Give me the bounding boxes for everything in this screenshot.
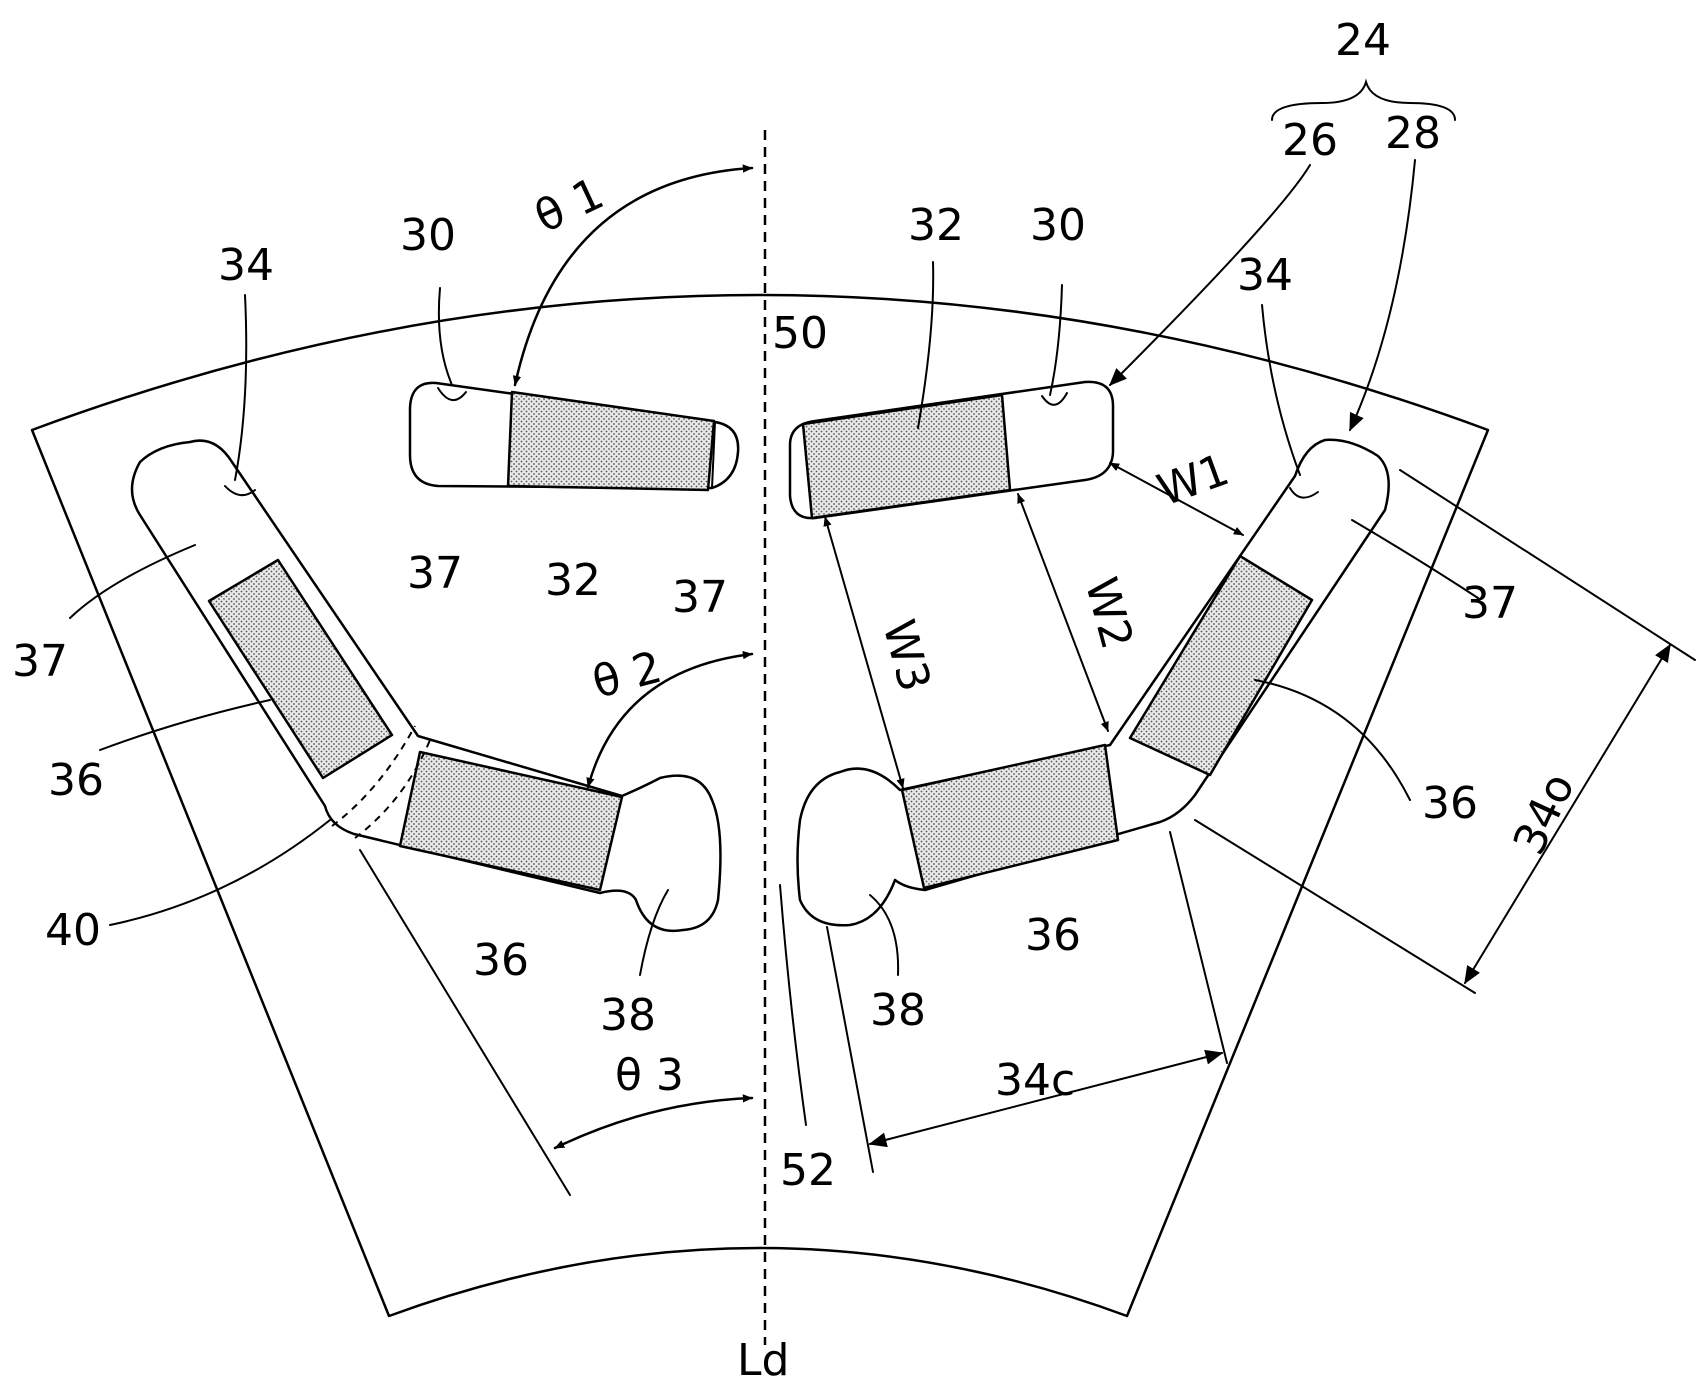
- 34c-dimension: [868, 1049, 1224, 1148]
- leader-40: [109, 819, 331, 926]
- label-36-bottom-right: 36: [1025, 910, 1081, 961]
- right-upper-magnet: [801, 393, 1012, 520]
- right-outer-magnet: [1128, 554, 1314, 777]
- 34o-ext-lower: [1194, 819, 1476, 994]
- label-36-left: 36: [48, 755, 104, 806]
- w3-dimension: [823, 516, 905, 789]
- label-37-upper-right: 37: [672, 572, 728, 623]
- theta3-guide: [359, 849, 571, 1196]
- right-notch-30: [1041, 392, 1068, 406]
- leader-52: [779, 884, 807, 1126]
- leader-28: [1349, 159, 1416, 432]
- right-v-slot: [796, 438, 1390, 927]
- leader-37-right: [1351, 519, 1479, 599]
- label-36-bottom-left: 36: [473, 935, 529, 986]
- leader-34-left: [234, 294, 248, 481]
- label-theta2: θ 2: [587, 642, 667, 709]
- label-24: 24: [1335, 15, 1391, 66]
- right-inner-magnet: [900, 743, 1120, 890]
- label-30-left: 30: [400, 210, 456, 261]
- label-28: 28: [1385, 108, 1441, 159]
- leader-26: [1108, 164, 1311, 387]
- label-36-right: 36: [1422, 778, 1478, 829]
- leader-34-right: [1261, 304, 1301, 476]
- label-34o: 34o: [1504, 766, 1585, 863]
- label-32-top: 32: [908, 200, 964, 251]
- 34o-dimension: [1464, 643, 1671, 985]
- left-upper-magnet-end: [711, 421, 716, 489]
- label-theta3: θ 3: [615, 1050, 684, 1101]
- theta2-arc: [586, 650, 754, 789]
- w2-dimension: [1017, 493, 1109, 732]
- label-38-left: 38: [600, 990, 656, 1041]
- label-w3: W3: [872, 615, 940, 697]
- leader-37-left: [69, 544, 196, 619]
- brace-24: [1271, 78, 1456, 121]
- label-32-left: 32: [545, 555, 601, 606]
- left-upper-magnet: [506, 390, 716, 492]
- label-37-right: 37: [1462, 578, 1518, 629]
- left-bridge-40: [331, 725, 416, 827]
- 34c-ext-left: [826, 926, 874, 1173]
- label-37-upper-left: 37: [407, 548, 463, 599]
- label-ld: Ld: [737, 1335, 789, 1386]
- label-52: 52: [780, 1145, 836, 1196]
- leader-30-left: [437, 287, 453, 386]
- label-34-right: 34: [1237, 250, 1293, 301]
- label-34-left: 34: [218, 240, 274, 291]
- right-notch-34: [1289, 487, 1319, 499]
- label-37-left: 37: [12, 636, 68, 687]
- leader-36-left: [99, 699, 271, 751]
- leader-38-left: [639, 889, 669, 976]
- left-notch-30: [437, 387, 467, 401]
- left-bridge-40b: [354, 739, 431, 839]
- label-40: 40: [45, 905, 101, 956]
- left-notch-34: [224, 485, 256, 497]
- label-30-right: 30: [1030, 200, 1086, 251]
- left-inner-magnet: [398, 750, 624, 892]
- label-34c: 34c: [995, 1055, 1075, 1106]
- 34c-ext-right: [1169, 831, 1228, 1064]
- leader-36-right: [1254, 679, 1411, 801]
- left-outer-magnet: [207, 558, 394, 780]
- label-26: 26: [1282, 115, 1338, 166]
- label-38-right: 38: [870, 985, 926, 1036]
- 34o-ext-upper: [1399, 469, 1696, 661]
- core-outline: [30, 293, 1490, 1318]
- w1-dimension: [1109, 462, 1244, 536]
- theta3-arc: [553, 1094, 754, 1150]
- label-w1: W1: [1151, 444, 1236, 516]
- label-50: 50: [772, 308, 828, 359]
- label-w2: W2: [1075, 572, 1143, 654]
- right-upper-magnet-end: [802, 423, 813, 519]
- leader-38-right: [869, 894, 900, 976]
- leader-32-right: [917, 261, 935, 429]
- leader-30-right: [1049, 284, 1063, 396]
- label-theta1: θ 1: [527, 168, 611, 243]
- theta1-arc: [512, 164, 754, 387]
